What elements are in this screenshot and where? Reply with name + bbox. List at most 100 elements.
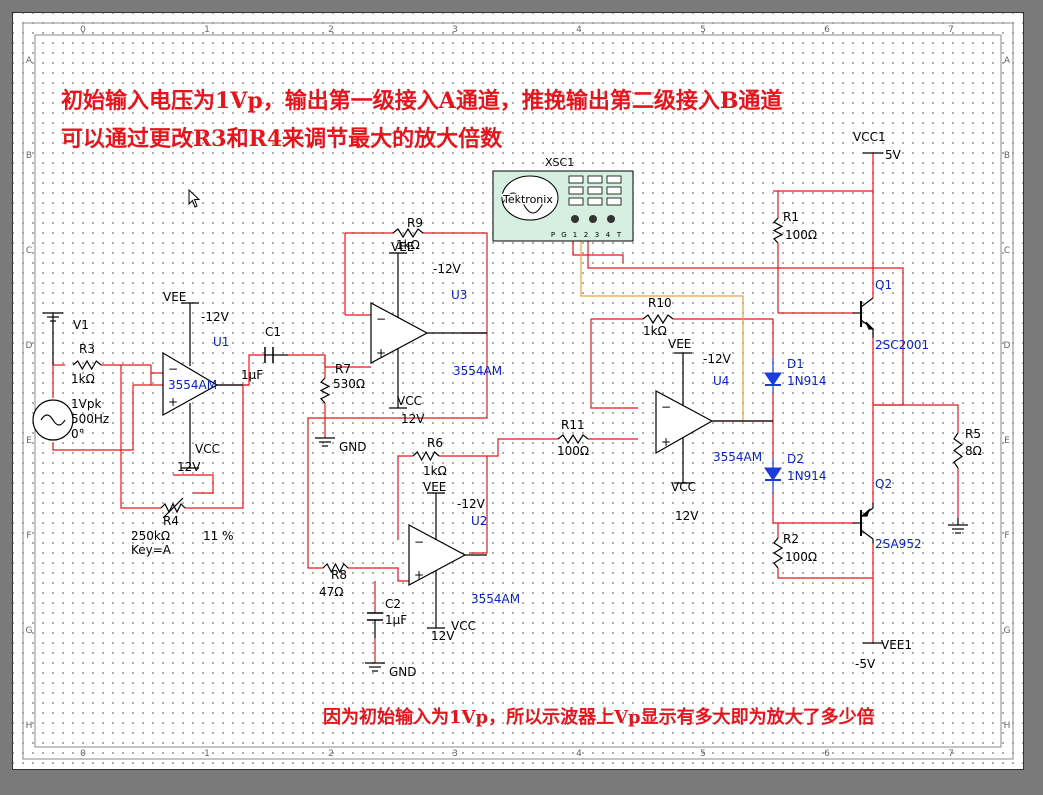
scope-channel-3: 3 <box>595 231 599 239</box>
border-letter-left: G <box>26 626 33 636</box>
scope-brand: Tektronix <box>502 193 553 206</box>
resistor-value-r4: 250kΩ <box>131 529 170 543</box>
resistor-r10[interactable] <box>642 313 674 325</box>
diode-model-d1: 1N914 <box>787 374 827 388</box>
resistor-r9[interactable] <box>392 227 424 239</box>
border-letter-left: C <box>26 246 32 256</box>
gnd-label-1: GND <box>339 440 367 454</box>
border-letter-left: A <box>26 56 33 66</box>
v1-amplitude: 1Vpk <box>71 397 101 411</box>
border-letter-left: E <box>26 436 32 446</box>
resistor-value-r1: 100Ω <box>785 228 817 242</box>
gnd-label-2: GND <box>389 665 417 679</box>
scope-channel-G: G <box>561 231 566 239</box>
diode-model-d2: 1N914 <box>787 469 827 483</box>
border-letter-right: D <box>1004 341 1011 351</box>
border-letter-left: F <box>26 531 31 541</box>
resistor-r1[interactable] <box>772 217 784 244</box>
rail-vcc-value-2: 12V <box>431 629 455 643</box>
v1-frequency: 500Hz <box>71 412 109 426</box>
resistor-value-r8: 47Ω <box>319 585 343 599</box>
r4-wiper-arrow <box>162 497 184 519</box>
svg-text:−: − <box>376 312 386 326</box>
diode-ref-d1: D1 <box>787 357 804 371</box>
resistor-r4[interactable] <box>160 502 186 514</box>
resistor-r2[interactable] <box>772 537 784 569</box>
border-number-top: 7 <box>948 25 954 35</box>
opamp-signs: −+ −+ −+ −+ <box>168 312 671 582</box>
rail-vcc-label-1: VCC <box>397 394 422 408</box>
oscilloscope-xsc1[interactable] <box>492 170 634 242</box>
wires <box>52 153 959 663</box>
capacitor-value-c2: 1µF <box>385 613 407 627</box>
rail-vee-label-0: VEE <box>163 290 186 304</box>
resistor-value-r5: 8Ω <box>965 444 982 458</box>
resistor-value-r9: 1kΩ <box>396 238 420 252</box>
resistor-label-r7: R7 <box>335 362 351 376</box>
resistor-r3[interactable] <box>72 359 102 371</box>
rail-vcc1-value: 5V <box>885 148 902 162</box>
scope-ref: XSC1 <box>545 156 574 169</box>
ground-v1 <box>43 312 63 365</box>
note-gain-adjust: 可以通过更改R3和R4来调节最大的放大倍数 <box>61 126 503 152</box>
border-letter-right: H <box>1004 721 1011 731</box>
opamp-model-u1: 3554AM <box>168 378 217 392</box>
resistor-label-r3: R3 <box>79 342 95 356</box>
opamp-model-u2: 3554AM <box>471 592 520 606</box>
rail-vee-label-1: VEE <box>391 240 414 254</box>
opamp-model-u3: 3554AM <box>453 364 502 378</box>
opamp-ref-u2: U2 <box>471 514 487 528</box>
rail-vee-value-2: -12V <box>457 497 486 511</box>
resistor-value-r6: 1kΩ <box>423 464 447 478</box>
resistor-r8[interactable] <box>322 562 349 574</box>
opamp-ref-u3: U3 <box>451 288 467 302</box>
border-number-bottom: 2 <box>328 749 334 759</box>
mouse-pointer-icon <box>188 189 201 208</box>
resistor-value-r11: 100Ω <box>557 444 589 458</box>
resistor-label-r11: R11 <box>561 418 585 432</box>
border-number-top: 6 <box>824 25 830 35</box>
opamp-model-u4: 3554AM <box>713 450 762 464</box>
border-number-bottom: 3 <box>452 749 458 759</box>
border-number-top: 3 <box>452 25 458 35</box>
resistor-r7[interactable] <box>319 377 331 404</box>
svg-text:+: + <box>414 568 424 582</box>
rail-vcc1-label: VCC1 <box>853 130 886 144</box>
component-labels: R31kΩR91kΩR61kΩR7530ΩR847ΩR101kΩR11100ΩR… <box>71 130 982 679</box>
diode-shapes <box>764 358 782 493</box>
resistor-label-r9: R9 <box>407 216 423 230</box>
rail-vcc-label-2: VCC <box>451 619 476 633</box>
border-letter-right: G <box>1004 626 1011 636</box>
resistor-value-r2: 100Ω <box>785 550 817 564</box>
resistor-r11[interactable] <box>557 433 589 445</box>
opamp-u3 <box>370 301 429 365</box>
transistor-model-q2: 2SA952 <box>875 537 922 551</box>
border-letter-right: C <box>1004 246 1010 256</box>
diode-ref-d2: D2 <box>787 452 804 466</box>
rail-vee1-value: -5V <box>855 657 876 671</box>
rail-vcc-label-0: VCC <box>195 442 220 456</box>
border-number-top: 4 <box>576 25 582 35</box>
rail-vee-value-3: -12V <box>703 352 732 366</box>
v1-phase: 0° <box>71 427 85 441</box>
border-letter-right: F <box>1004 531 1009 541</box>
scope-channel-4: 4 <box>606 231 611 239</box>
resistor-setting-r4: 11 % <box>203 529 234 543</box>
border-letter-right: B <box>1004 151 1010 161</box>
resistor-group <box>72 217 964 574</box>
resistor-r5[interactable] <box>952 432 964 469</box>
voltage-source-v1[interactable] <box>32 399 74 441</box>
border-number-bottom: 7 <box>948 749 954 759</box>
svg-text:−: − <box>661 400 671 414</box>
border-number-top: 0 <box>80 25 86 35</box>
resistor-r6[interactable] <box>412 450 440 462</box>
border-letter-left: H <box>26 721 33 731</box>
opamp-ref-u4: U4 <box>713 374 729 388</box>
resistor-value-r3: 1kΩ <box>71 372 95 386</box>
diode-d1 <box>764 372 782 386</box>
border-number-bottom: 6 <box>824 749 830 759</box>
rail-vcc-value-3: 12V <box>675 509 699 523</box>
